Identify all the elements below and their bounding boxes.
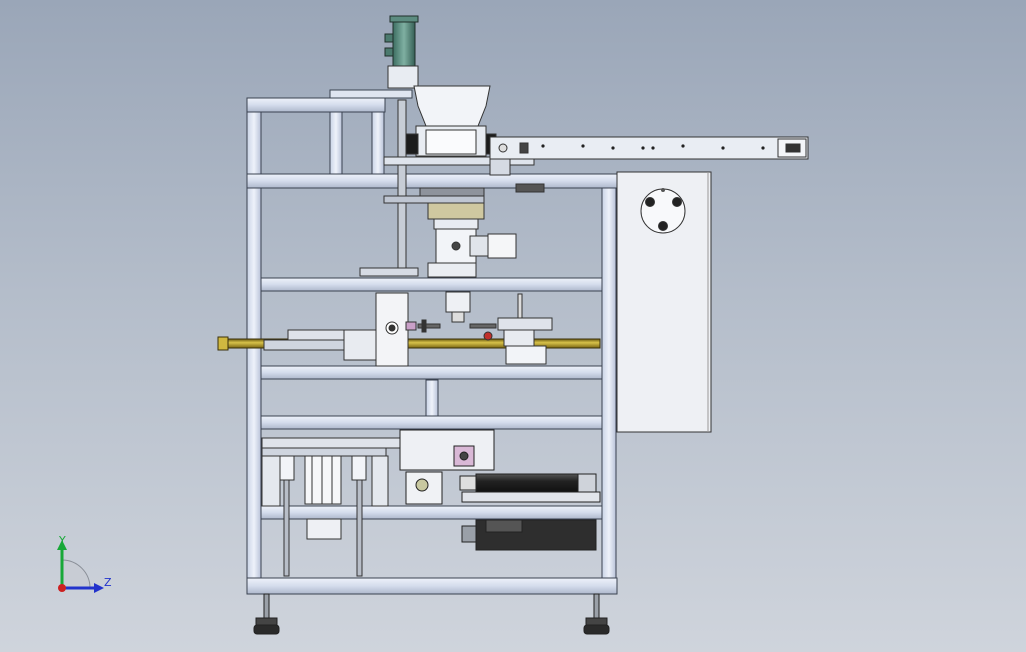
y-axis-label: Y	[58, 534, 66, 547]
lift-cylinders	[261, 437, 401, 577]
coordinate-triad: Y Z	[57, 534, 112, 593]
hopper	[383, 85, 535, 271]
control-box	[616, 171, 712, 433]
top-motor	[384, 15, 419, 89]
middle-station	[263, 291, 553, 367]
conveyor-arm	[489, 136, 809, 193]
roller-drive	[399, 429, 601, 551]
turntable-assembly	[359, 187, 517, 278]
main-frame	[246, 89, 618, 595]
leveling-feet	[253, 593, 610, 635]
z-axis-label: Z	[104, 576, 112, 589]
guide-rod	[217, 336, 601, 351]
